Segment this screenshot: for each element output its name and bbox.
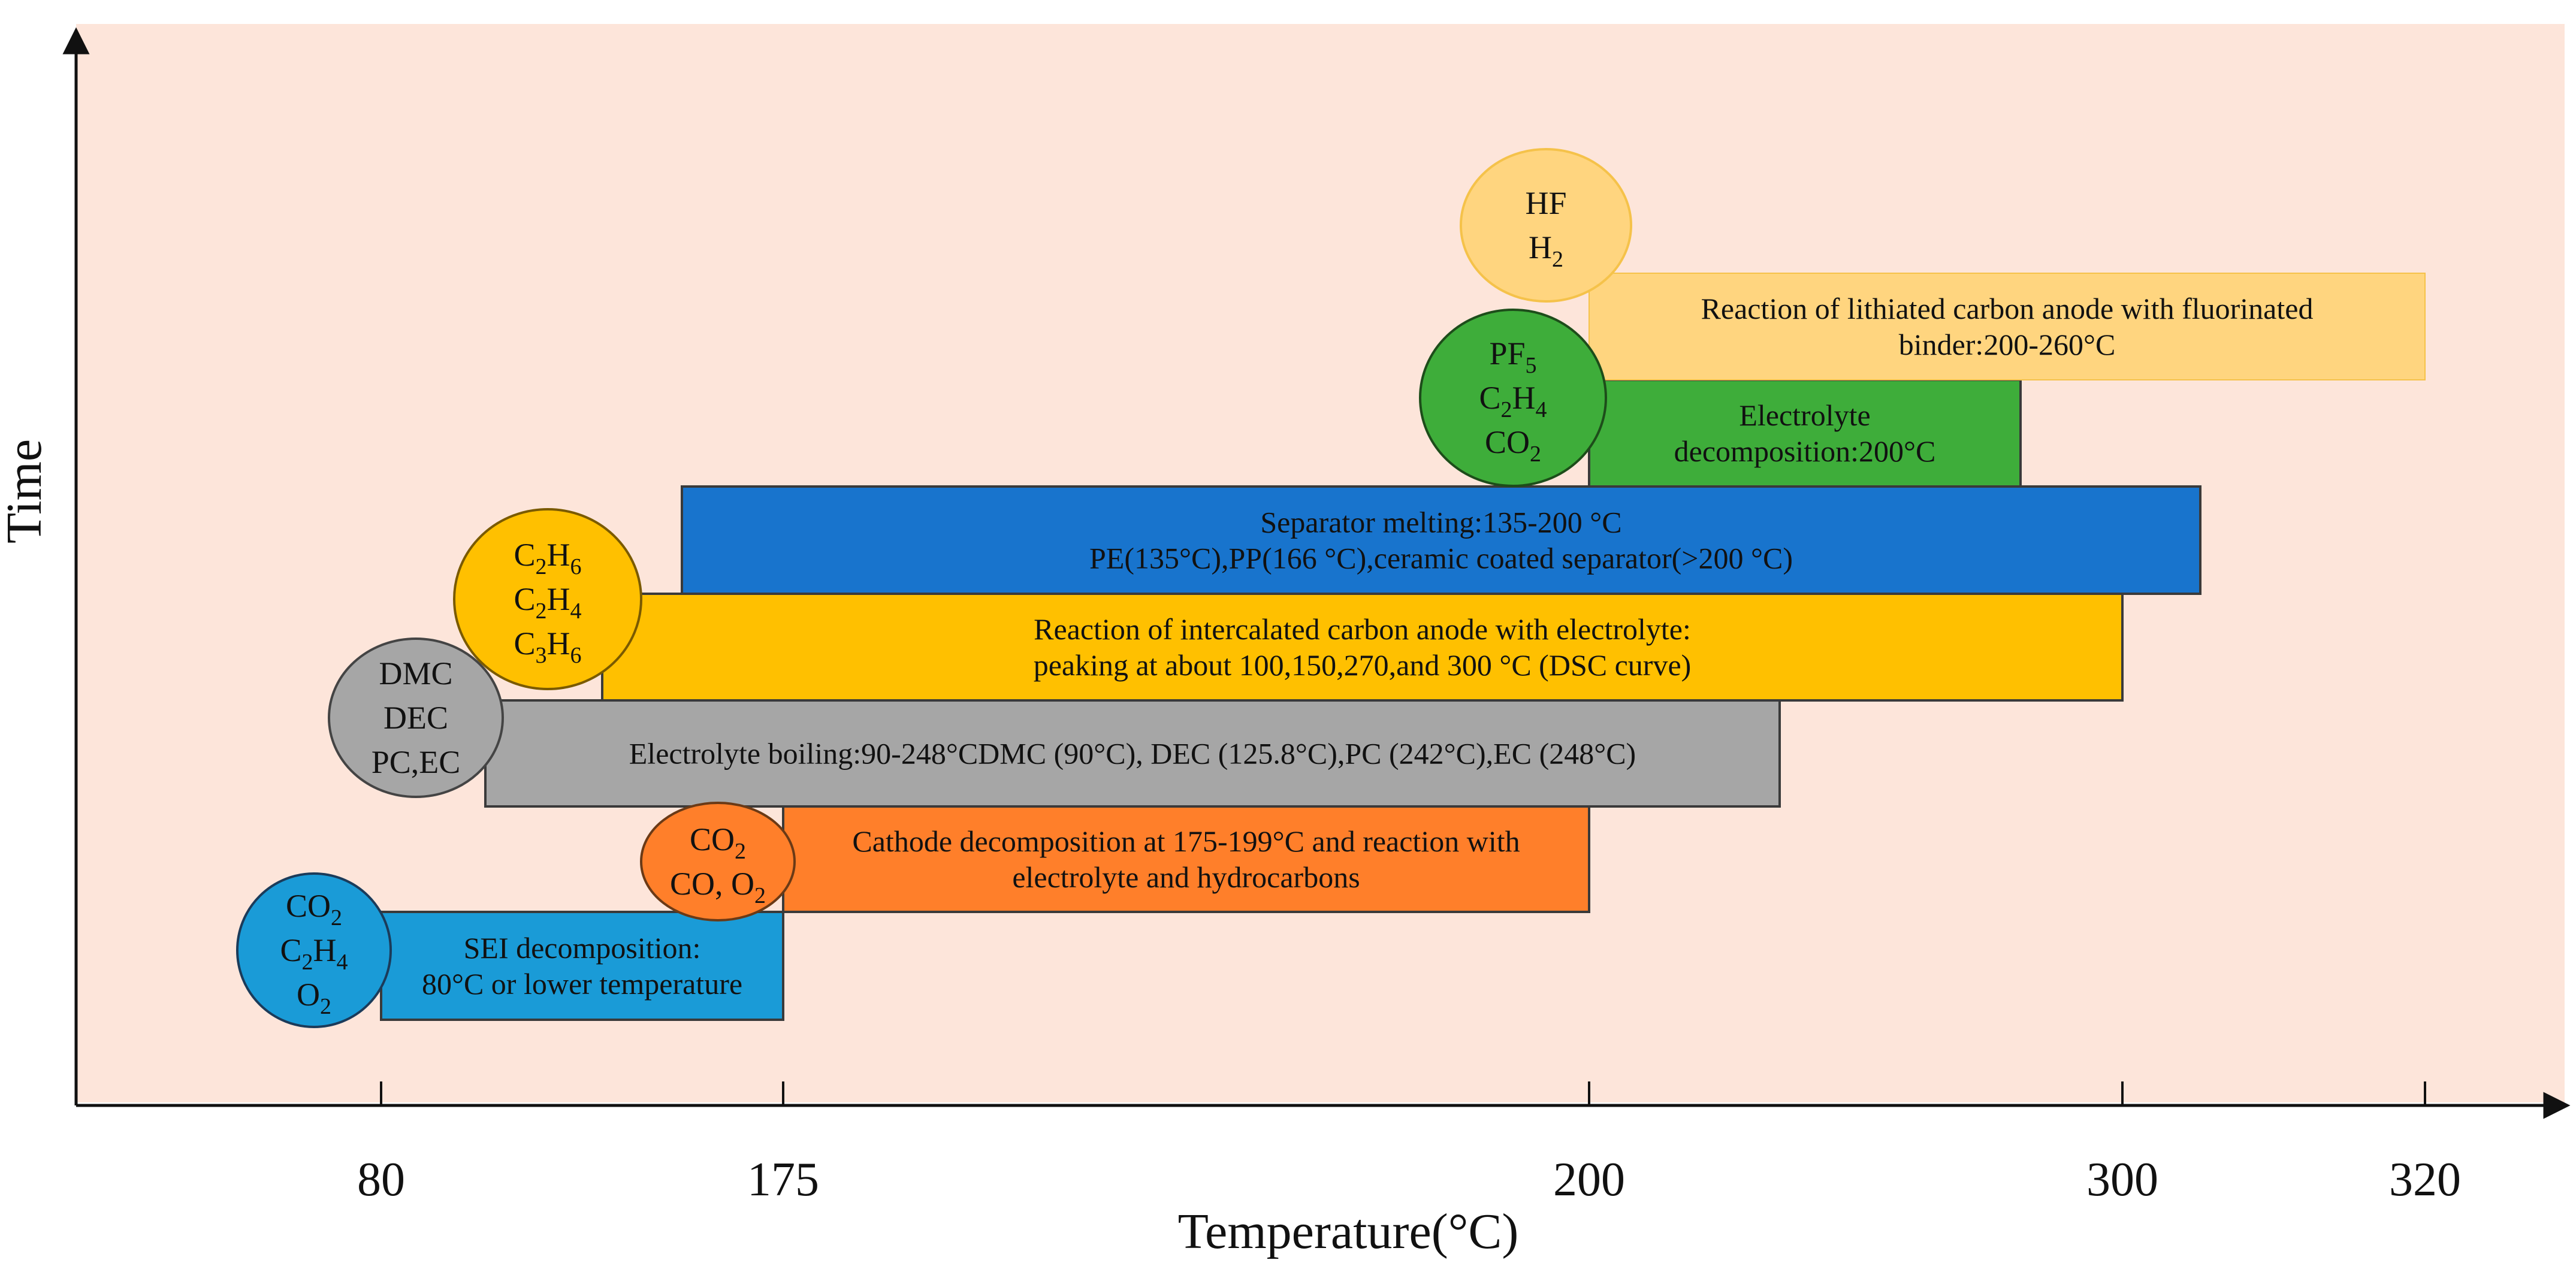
gas-circle-shape [236, 872, 392, 1028]
bar-text: decomposition:200°C [1674, 434, 1936, 468]
gas-label: H2 [1529, 229, 1563, 272]
gas-circle-fluorinated-binder: HF H2 [1460, 148, 1632, 303]
gas-circle-shape [1419, 309, 1607, 487]
gas-label: C2H4 [1479, 380, 1547, 422]
bar-rect [484, 699, 1781, 808]
gas-label: PC,EC [372, 744, 461, 780]
bar-rect [1589, 273, 2426, 380]
bar-rect [782, 805, 1590, 913]
bar-intercalated: Reaction of intercalated carbon anode wi… [601, 593, 2124, 702]
gas-label: CO2 [690, 821, 746, 864]
gas-label: O2 [297, 977, 331, 1019]
bar-text: Electrolyte [1739, 398, 1870, 432]
bar-boiling: Electrolyte boiling:90-248°CDMC (90°C), … [484, 699, 1781, 808]
bar-rect [380, 911, 784, 1021]
gas-label: C3H6 [514, 626, 581, 668]
x-tick-label: 175 [747, 1153, 819, 1206]
gas-label: HF [1525, 185, 1566, 221]
bar-text: PE(135°C),PP(166 °C),ceramic coated sepa… [1089, 542, 1793, 575]
bar-text: 80°C or lower temperature [422, 967, 742, 1001]
gas-label: C2H4 [514, 581, 581, 624]
bar-text: SEI decomposition: [464, 931, 701, 965]
x-axis-label: Temperature(°C) [1178, 1204, 1519, 1259]
gas-circle-shape [328, 637, 504, 798]
bar-rect [1588, 379, 2022, 488]
x-tick-label: 200 [1553, 1153, 1625, 1206]
bar-fluorinated-binder: Reaction of lithiated carbon anode with … [1589, 273, 2426, 380]
bar-text: Separator melting:135-200 °C [1260, 506, 1621, 539]
x-tick-label: 320 [2389, 1153, 2461, 1206]
bar-text: peaking at about 100,150,270,and 300 °C … [1034, 648, 1692, 682]
gas-circle-shape [1460, 148, 1632, 303]
bar-text: Electrolyte boiling:90-248°CDMC (90°C), … [629, 737, 1636, 771]
x-axis-ticks: 80 175 200 300 320 [357, 1081, 2461, 1206]
gas-label: CO, O2 [670, 866, 766, 908]
process-bars: SEI decomposition:80°C or lower temperat… [380, 273, 2426, 1021]
bar-text: Reaction of intercalated carbon anode wi… [1034, 612, 1691, 646]
bar-text: binder:200-260°C [1899, 328, 2116, 361]
bar-sei: SEI decomposition:80°C or lower temperat… [380, 911, 784, 1021]
bar-separator: Separator melting:135-200 °CPE(135°C),PP… [681, 485, 2201, 595]
bar-text: Reaction of lithiated carbon anode with … [1701, 292, 2314, 325]
gas-label: C2H6 [514, 537, 581, 579]
gas-label: CO2 [286, 888, 342, 930]
gas-label: CO2 [1485, 424, 1541, 467]
gas-label: DEC [383, 700, 448, 736]
gas-label: PF5 [1489, 336, 1536, 378]
bar-text: Cathode decomposition at 175-199°C and r… [852, 824, 1520, 858]
bar-rect [681, 485, 2201, 595]
gas-label: DMC [379, 655, 452, 691]
x-tick-label: 80 [357, 1153, 405, 1206]
bar-text: electrolyte and hydrocarbons [1012, 860, 1360, 894]
bar-rect [601, 593, 2124, 702]
y-axis-label: Time [0, 439, 52, 543]
gas-circle-boiling: DMC DEC PC,EC [328, 637, 504, 798]
x-tick-label: 300 [2086, 1153, 2158, 1206]
gas-label: C2H4 [280, 932, 348, 975]
gas-circle-shape [640, 802, 796, 921]
gas-circle-shape [453, 508, 642, 690]
bar-cathode: Cathode decomposition at 175-199°C and r… [782, 805, 1590, 913]
